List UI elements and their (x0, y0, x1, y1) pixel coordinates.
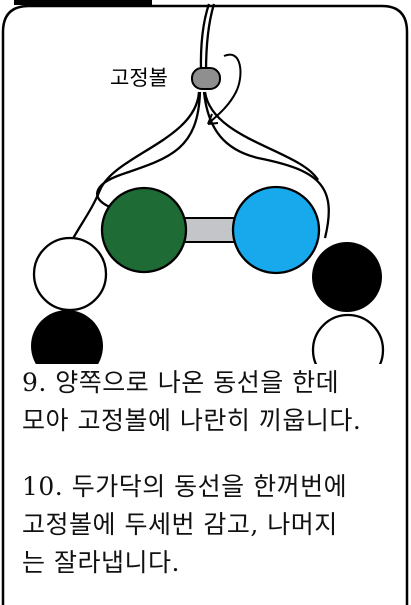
step-line: 10. 두가닥의 동선을 한꺼번에 (22, 468, 347, 506)
step-9-instruction: 9. 양쪽으로 나온 동선을 한데 모아 고정볼에 나란히 끼웁니다. (22, 364, 361, 440)
green-bead (102, 188, 186, 272)
step-10-instruction: 10. 두가닥의 동선을 한꺼번에 고정볼에 두세번 감고, 나머지 는 잘라냅… (22, 468, 347, 582)
fixing-ball-label: 고정볼 (110, 66, 168, 90)
step-line: 모아 고정볼에 나란히 끼웁니다. (22, 402, 361, 440)
fixing-ball (192, 68, 220, 89)
step-line: 고정볼에 두세번 감고, 나머지 (22, 506, 347, 544)
step-line: 는 잘라냅니다. (22, 544, 347, 582)
white-bead-left (34, 238, 106, 310)
blue-bead (233, 187, 319, 273)
black-bead-right (312, 242, 382, 312)
cropped-header-text (14, 0, 152, 5)
step-line: 9. 양쪽으로 나온 동선을 한데 (22, 364, 361, 402)
